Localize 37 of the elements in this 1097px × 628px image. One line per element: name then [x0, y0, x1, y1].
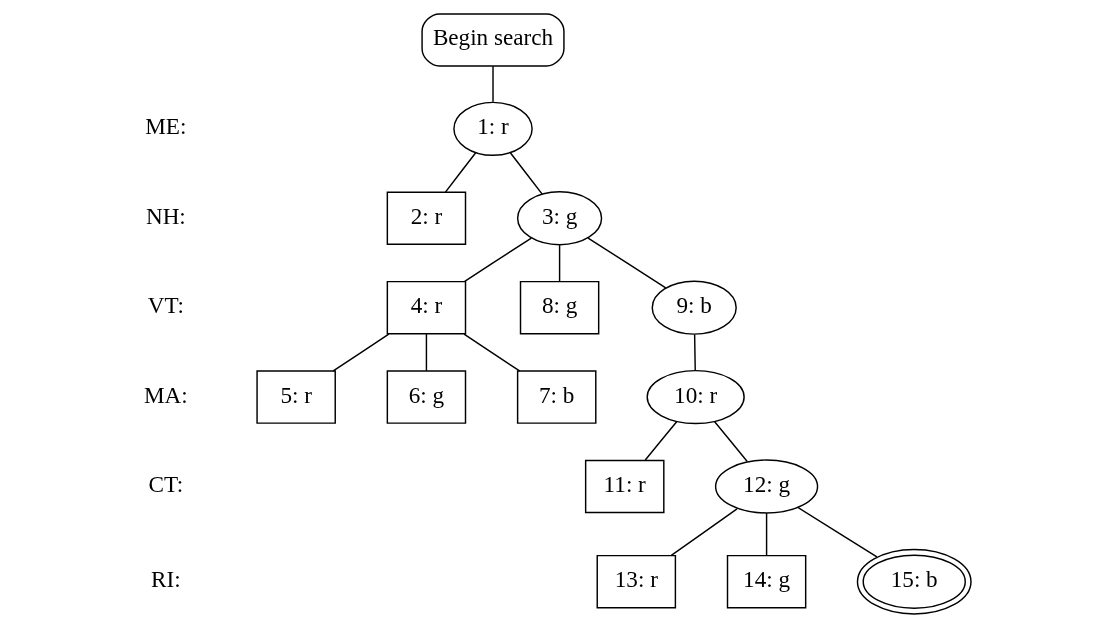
connector: [425, 333, 427, 372]
connector: [586, 237, 666, 289]
connector: [491, 65, 494, 103]
label: ME:: [144, 113, 186, 140]
connector: [463, 237, 532, 283]
node-ellipse: 3: g: [516, 191, 602, 246]
node-ellipse: 9: b: [651, 280, 737, 335]
node-box: 7: b: [516, 370, 596, 424]
connector: [332, 333, 389, 372]
connector: [558, 244, 560, 282]
node-box: 4: r: [386, 280, 466, 335]
connector: [765, 512, 767, 556]
label: NH:: [145, 202, 186, 229]
connector: [693, 333, 696, 371]
node-box: 14: g: [726, 554, 806, 609]
label: MA:: [143, 381, 188, 408]
node-box: 5: r: [255, 370, 336, 424]
node-box: 11: r: [584, 459, 665, 514]
connector: [509, 152, 543, 195]
label: CT:: [147, 470, 183, 497]
connector: [670, 508, 738, 557]
label: RI:: [150, 566, 181, 593]
node-box: 8: g: [519, 280, 599, 335]
connector: [462, 333, 520, 372]
node-ellipse: 15: b: [856, 548, 972, 615]
connector: [644, 420, 677, 461]
connector: [713, 420, 748, 462]
node-ellipse: 12: g: [714, 459, 818, 514]
node-box: 13: r: [596, 554, 676, 609]
node-box: 2: r: [386, 191, 466, 246]
connector: [797, 507, 878, 558]
label: VT:: [147, 292, 184, 319]
connector: [444, 152, 476, 193]
node-box: 6: g: [386, 370, 466, 424]
node-box: Begin search: [420, 13, 565, 67]
node-ellipse: 1: r: [452, 101, 533, 156]
node-ellipse: 10: r: [646, 369, 745, 425]
